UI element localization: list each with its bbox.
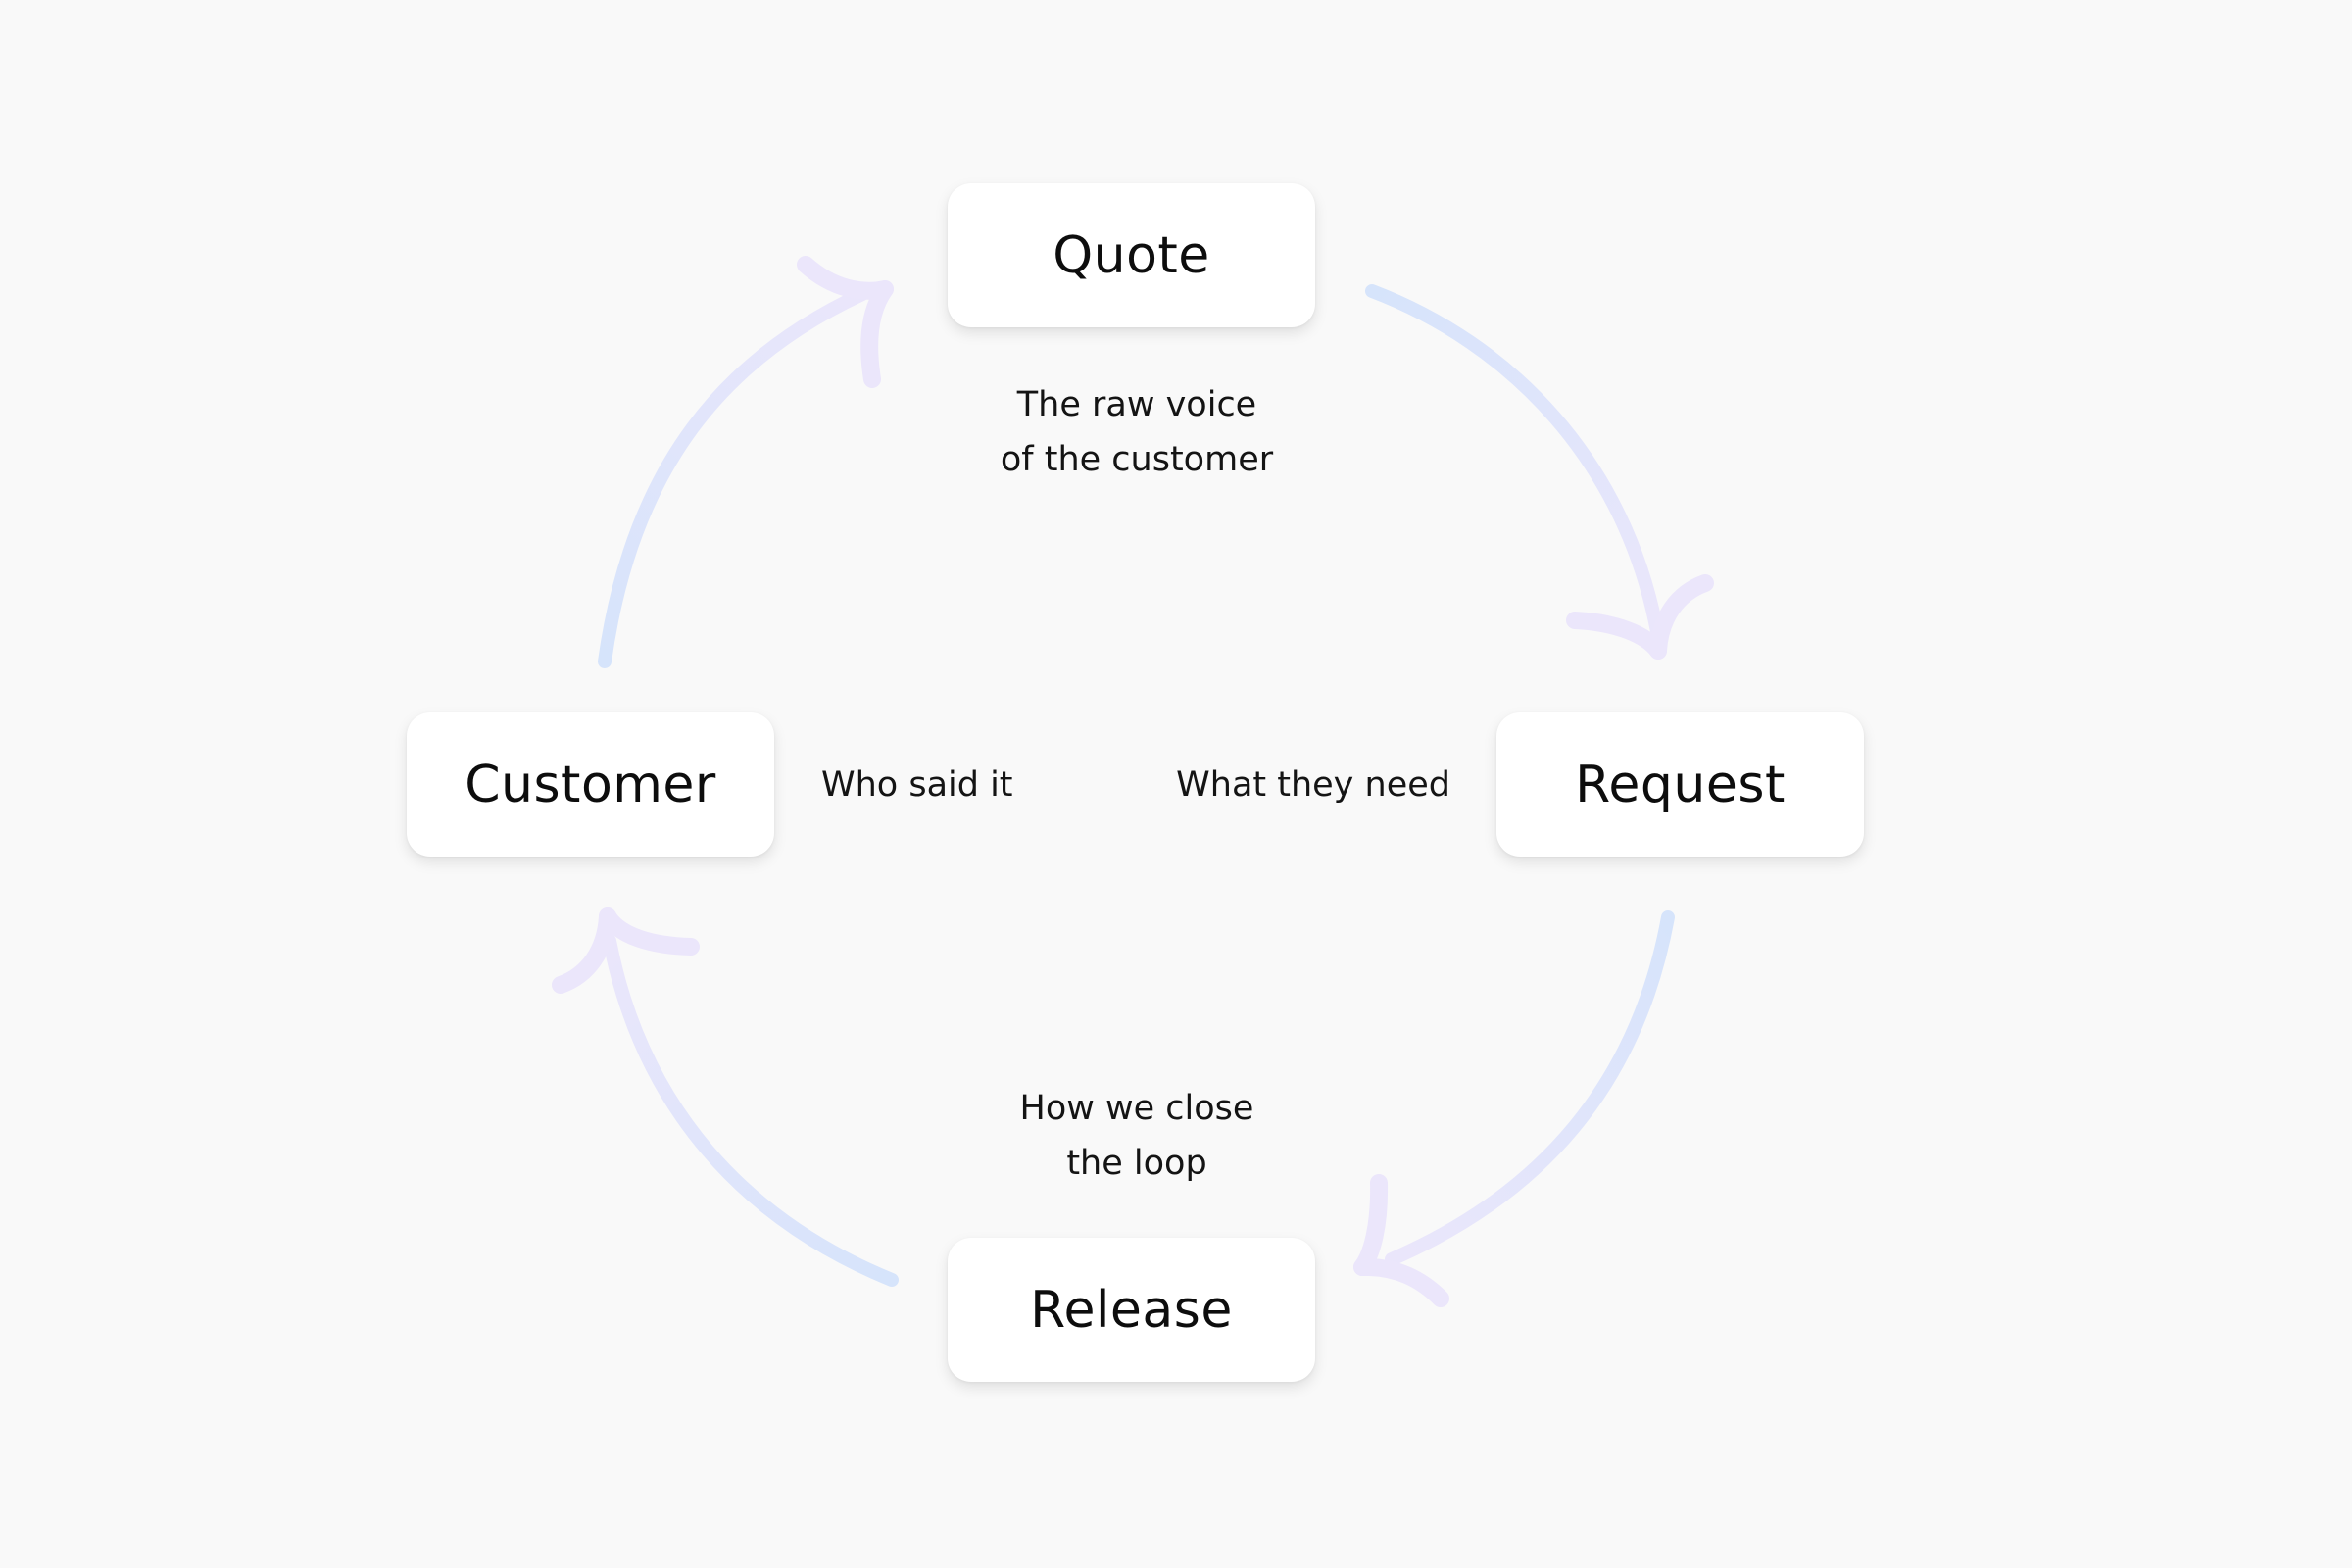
arrow-release-to-customer: [552, 907, 899, 1287]
customer-description: Who said it: [821, 758, 1056, 812]
quote-description-line-1: The raw voice: [1016, 385, 1257, 424]
node-customer-label: Customer: [465, 755, 716, 814]
release-description-line-2: the loop: [1066, 1144, 1207, 1183]
release-description-line-1: How we close: [1019, 1089, 1254, 1128]
request-description-text: What they need: [1176, 765, 1450, 805]
quote-description-line-2: of the customer: [1000, 440, 1274, 479]
arrow-quote-to-request: [1365, 284, 1714, 660]
node-release-label: Release: [1030, 1280, 1233, 1340]
request-description: What they need: [1176, 758, 1450, 812]
release-description: How we close the loop: [990, 1081, 1284, 1191]
node-request-label: Request: [1575, 755, 1786, 814]
quote-description: The raw voice of the customer: [990, 377, 1284, 487]
node-release[interactable]: Release: [948, 1238, 1315, 1382]
node-request[interactable]: Request: [1496, 712, 1864, 857]
customer-description-text: Who said it: [821, 765, 1013, 805]
node-customer[interactable]: Customer: [407, 712, 774, 857]
node-quote[interactable]: Quote: [948, 183, 1315, 327]
arrow-request-to-release: [1353, 910, 1675, 1307]
arrow-customer-to-quote: [598, 256, 894, 668]
node-quote-label: Quote: [1053, 225, 1210, 285]
